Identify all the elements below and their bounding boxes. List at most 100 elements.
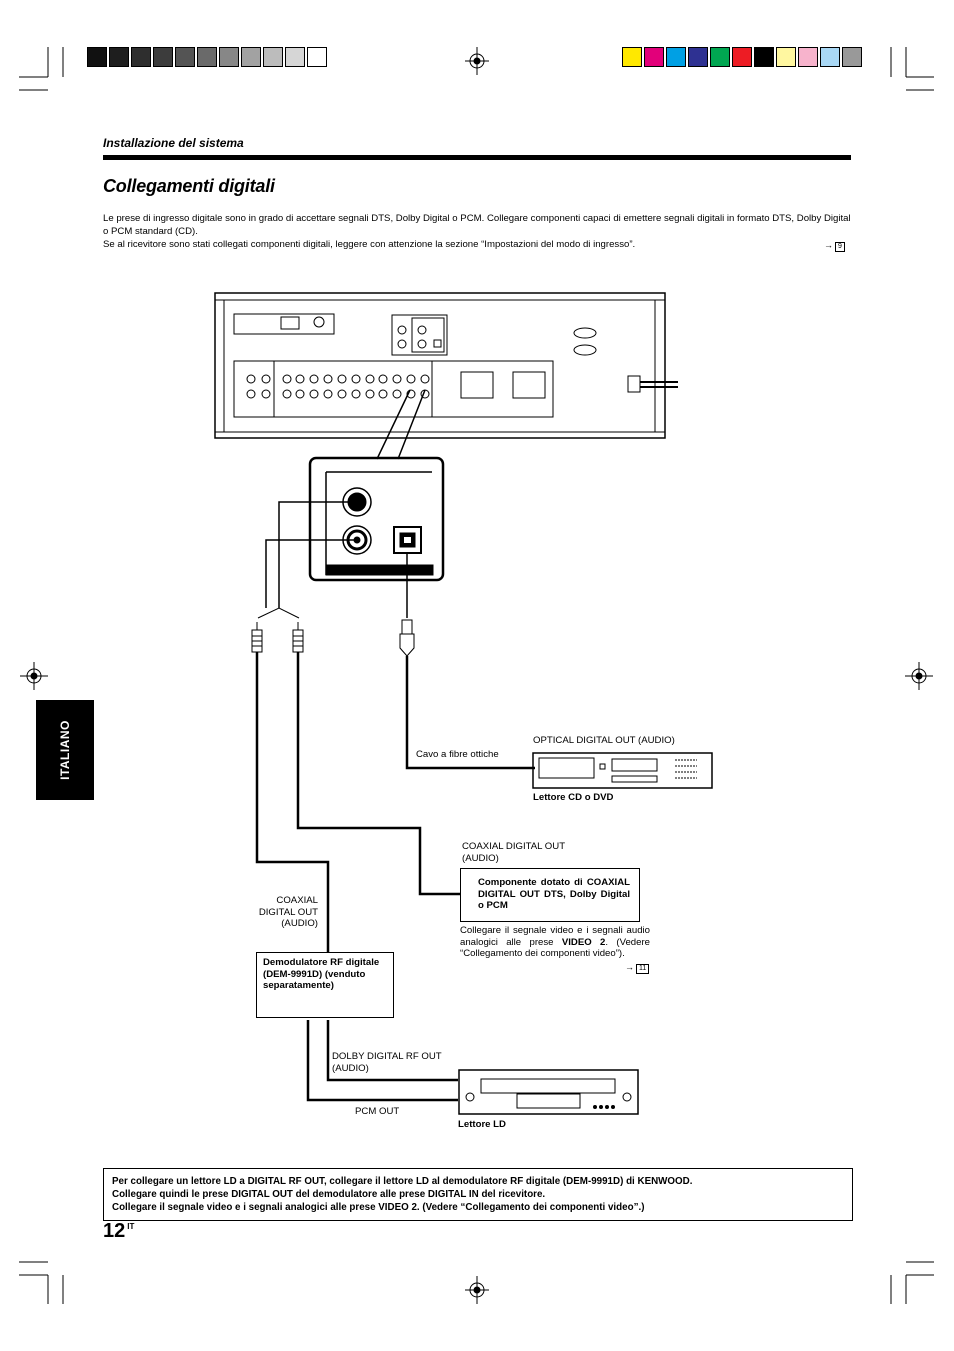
target-bottom [465,1276,489,1304]
graybar-swatch [109,47,129,67]
rca-jack [351,389,361,399]
coax-out-component-label: COAXIAL DIGITAL OUT (AUDIO) [462,841,565,864]
rca-jack [337,389,347,399]
intro-line-2-text: Se al ricevitore sono stati collegati co… [103,239,636,250]
graybar-swatch [175,47,195,67]
rca-jack [378,389,388,399]
rca-jack [351,374,361,384]
ld-player-label: Lettore LD [458,1119,506,1130]
rca-jack [282,374,292,384]
rca-jack [323,374,333,384]
graybar-swatch [263,47,283,67]
rca-jack-row [246,374,430,399]
section-label: Installazione del sistema [103,136,244,150]
component-note-text-a: Collegare il segnale video e i segnali a… [460,925,650,948]
header-rule [103,155,851,160]
page-number-value: 12 [103,1220,126,1242]
rca-jack [309,389,319,399]
page-ref-1-number: 9 [835,242,845,252]
colorbar-swatch [798,47,818,67]
component-note-text-b: . (Vedere “Collegamento dei componenti v… [460,936,651,960]
page-lang: IT [127,1222,135,1231]
rca-jack [420,374,430,384]
rca-jack [282,389,292,399]
pcm-out-label: PCM OUT [355,1106,400,1117]
graybar-swatch [197,47,217,67]
coax-cable-component [296,652,460,896]
component-note-video2: VIDEO 2 [561,936,606,948]
rca-jack [406,389,416,399]
page-ref-1: →9 [824,240,845,252]
pcm-cable [306,1020,458,1102]
cd-player-drawing [532,752,713,789]
rca-jack [309,374,319,384]
graybar-swatch [241,47,261,67]
rca-jack [295,389,305,399]
footer-note: Per collegare un lettore LD a DIGITAL RF… [103,1168,853,1221]
coax-plug-right [292,622,304,653]
rca-jack [337,374,347,384]
rca-jack [246,389,256,399]
target-left [20,662,48,690]
component-box: Componente dotato di COAXIAL DIGITAL OUT… [460,868,640,922]
rca-jack [406,374,416,384]
colorbar-swatch [820,47,840,67]
intro-line-1: Le prese di ingresso digitale sono in gr… [103,213,851,237]
footer-line-1: Per collegare un lettore LD a DIGITAL RF… [112,1176,693,1187]
receiver-rear-panel [214,292,678,439]
coax-cable-demod [255,652,330,952]
rca-jack [392,389,402,399]
coax-plug-left [251,622,263,653]
rca-jack [261,389,271,399]
graybar-swatch [153,47,173,67]
target-right [905,662,933,690]
zoomed-digital-inputs [308,456,445,582]
graybar-swatch [87,47,107,67]
rca-jack [365,374,375,384]
component-note: Collegare il segnale video e i segnali a… [460,925,650,960]
rca-jack [378,374,388,384]
target-top [465,47,489,75]
optical-out-label: OPTICAL DIGITAL OUT (AUDIO) [533,735,675,746]
graybar-swatch [219,47,239,67]
rca-jack [323,389,333,399]
fiber-cable-label: Cavo a fibre ottiche [416,749,499,760]
callout-line-left [376,389,411,460]
page-ref-2: →11 [625,962,650,974]
rca-jack [246,374,256,384]
rca-jack [365,389,375,399]
callout-line-right [397,389,426,460]
colorbar-swatch [732,47,752,67]
page-title: Collegamenti digitali [103,176,275,196]
optical-plug [399,553,415,657]
intro-line-2: Se al ricevitore sono stati collegati co… [103,238,855,251]
colorbar-swatch [754,47,774,67]
rf-cable [326,1020,458,1082]
colorbar-swatch [666,47,686,67]
colorbar-swatch [644,47,664,67]
ld-player-drawing [458,1069,639,1115]
graybar-swatch [307,47,327,67]
colorbar-swatch [622,47,642,67]
rca-jack [392,374,402,384]
graybar-swatch [131,47,151,67]
page-ref-2-number: 11 [636,964,650,974]
demod-box: Demodulatore RF digitale (DEM-9991D) (ve… [256,952,394,1018]
graybar-swatch [285,47,305,67]
language-tab-label: ITALIANO [58,720,72,780]
optical-cable [405,656,535,770]
cd-player-label: Lettore CD o DVD [533,792,614,803]
intro-text: Le prese di ingresso digitale sono in gr… [103,212,855,251]
footer-line-2: Collegare quindi le prese DIGITAL OUT de… [112,1189,546,1200]
coax-out-demod-label: COAXIAL DIGITAL OUT (AUDIO) [258,895,318,929]
rca-jack [261,374,271,384]
colorbar-swatch [842,47,862,67]
colorbar-swatch [688,47,708,67]
colorbar-swatch [776,47,796,67]
rca-jack [295,374,305,384]
dolby-rf-out-label: DOLBY DIGITAL RF OUT (AUDIO) [332,1051,442,1074]
footer-line-3: Collegare il segnale video e i segnali a… [112,1202,645,1213]
colorbar-swatch [710,47,730,67]
